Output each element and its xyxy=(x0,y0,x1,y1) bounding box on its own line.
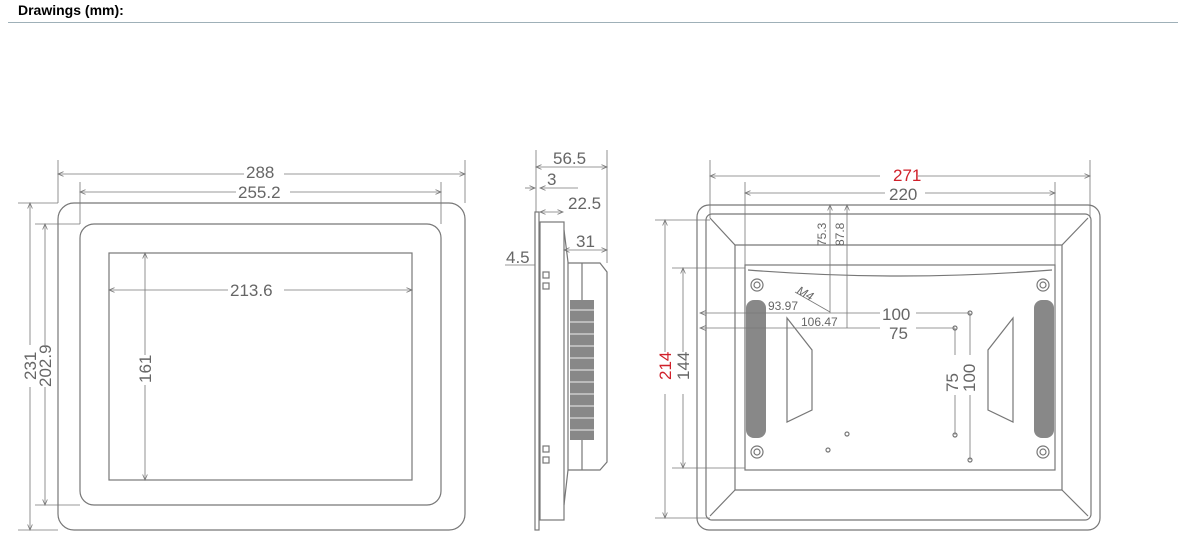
dim-height-outer: 231 xyxy=(21,352,40,380)
divider xyxy=(8,22,1178,23)
dim-top-75: 75.3 xyxy=(815,222,829,246)
dim-width-bezel: 255.2 xyxy=(238,183,281,202)
section-title: Drawings (mm): xyxy=(18,2,124,18)
dim-width-plate: 220 xyxy=(889,185,917,204)
dim-vesa-75-vertical: 75 xyxy=(943,373,962,392)
dim-vesa-100-horizontal: 100 xyxy=(882,305,910,324)
dim-height-cutout: 214 xyxy=(656,352,675,380)
dim-width-cutout: 271 xyxy=(893,166,921,185)
dim-height-bezel: 202.9 xyxy=(36,344,55,387)
dim-height-plate: 144 xyxy=(674,352,693,380)
dim-vesa-75-horizontal: 75 xyxy=(889,324,908,343)
dim-plate: 3 xyxy=(547,170,556,189)
dim-depth-total: 56.5 xyxy=(553,149,586,168)
dim-left-75: 106.47 xyxy=(801,315,838,329)
back-view: 271 220 214 144 100 75 75 100 75.3 87.8 … xyxy=(655,160,1101,531)
dim-offset: 4.5 xyxy=(506,248,530,267)
side-view: 56.5 3 22.5 31 4.5 xyxy=(505,149,607,531)
dim-height-screen: 161 xyxy=(136,355,155,383)
front-view: 288 255.2 213.6 161 231 202.9 xyxy=(18,160,465,530)
dim-body: 22.5 xyxy=(568,194,601,213)
dim-vesa-100-vertical: 100 xyxy=(960,364,979,392)
dim-width-outer: 288 xyxy=(246,163,274,182)
dim-width-screen: 213.6 xyxy=(230,281,273,300)
dim-left-100: 93.97 xyxy=(768,299,798,313)
dim-back: 31 xyxy=(576,232,595,251)
dim-top-100: 87.8 xyxy=(833,222,847,246)
